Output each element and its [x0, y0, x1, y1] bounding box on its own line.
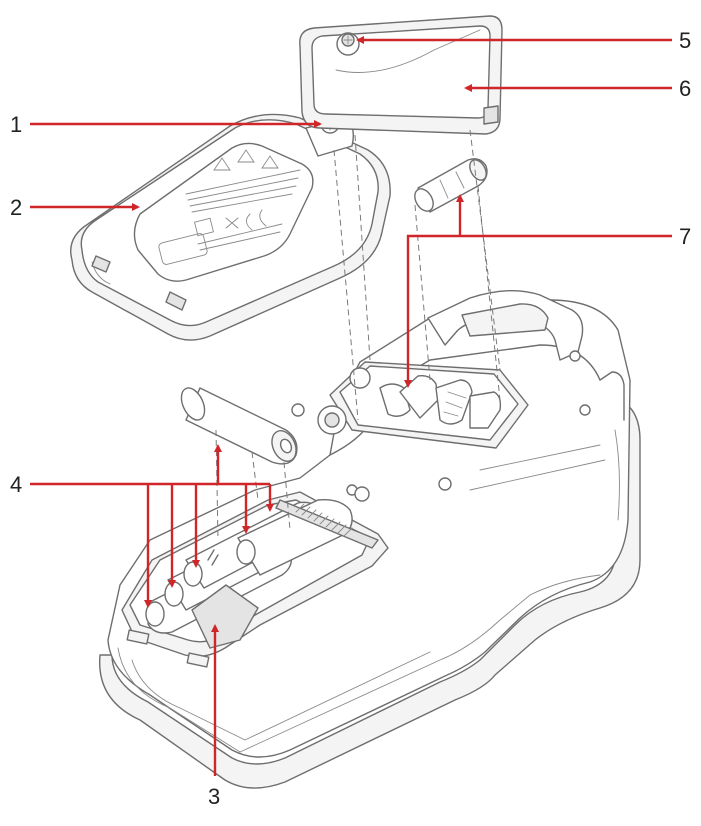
loose-fuse: [414, 158, 488, 213]
battery-cover: [70, 113, 391, 341]
loose-battery: [180, 387, 298, 465]
leader-lines: [30, 36, 672, 776]
assembly-guide-lines: [215, 129, 501, 541]
callout-6: 6: [679, 76, 691, 101]
callout-labels: 1 2 3 4 5 6 7: [10, 28, 691, 809]
callout-5: 5: [679, 28, 691, 53]
leader-7: [404, 234, 672, 388]
callout-3: 3: [208, 784, 220, 809]
callout-4: 4: [10, 472, 22, 497]
callout-7: 7: [679, 224, 691, 249]
fuse-cover: [299, 15, 503, 135]
fuse-compartment: [317, 361, 529, 502]
battery-compartment: [121, 491, 389, 668]
callout-2: 2: [10, 195, 22, 220]
contact-strip-ticks: [295, 503, 353, 537]
callout-1: 1: [10, 112, 22, 137]
